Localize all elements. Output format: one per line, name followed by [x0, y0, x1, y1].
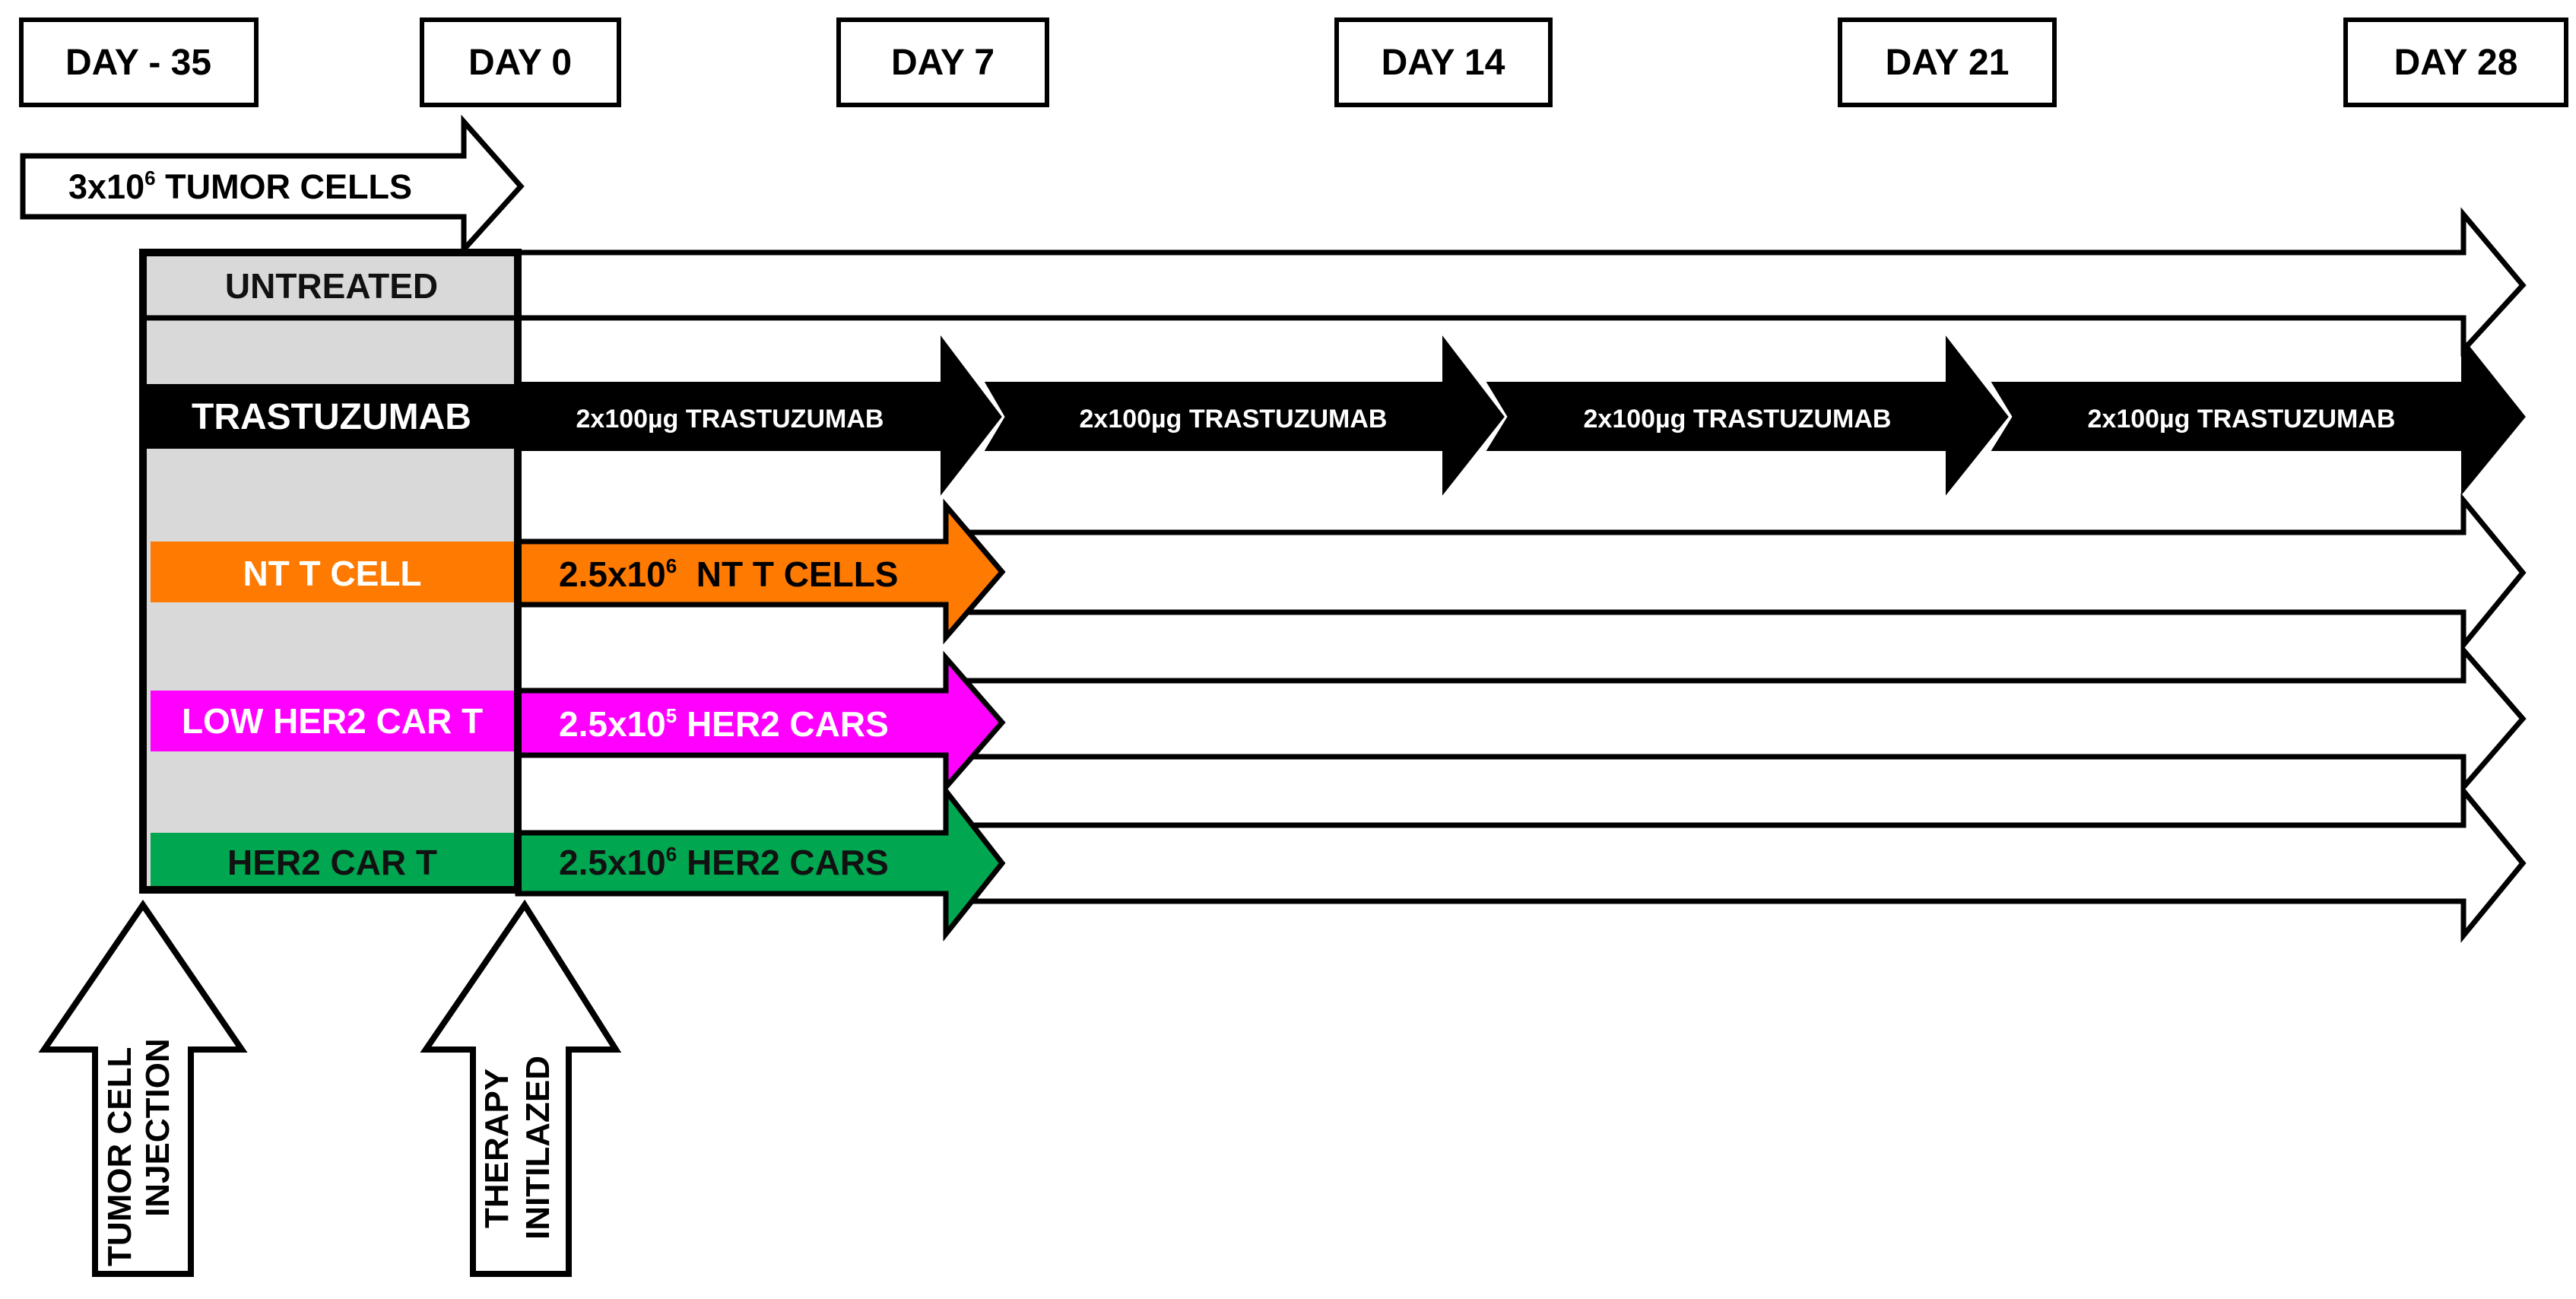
trastuzumab-dose-arrow-2: [984, 335, 1505, 496]
trastuzumab-dose-label: 2x100µg TRASTUZUMAB: [2088, 405, 2396, 434]
nt-t-cell-dose-arrow: [515, 498, 1006, 645]
day-header-row: DAY - 35 DAY 0 DAY 7 DAY 14 DAY 21 DAY 2…: [19, 17, 2568, 107]
nt-t-cell-dose-label: 2.5x106 NT T CELLS: [559, 554, 899, 594]
tumor-injection-marker-arrow: TUMOR CELL INJECTION: [38, 899, 248, 1277]
day-label: DAY 7: [891, 43, 995, 83]
her2-car-t-label: HER2 CAR T: [227, 843, 437, 882]
trastuzumab-dose-label: 2x100µg TRASTUZUMAB: [1080, 405, 1388, 434]
continuation-arrows: [515, 207, 2527, 943]
her2-car-t-dose-arrow: [515, 783, 1006, 942]
tumor-cell-dose-label: 3x106 TUMOR CELLS: [68, 167, 412, 206]
label-column-outline: [139, 249, 522, 894]
low-her2-car-t-dose-label: 2.5x105 HER2 CARS: [559, 704, 889, 744]
low-her2-car-t-label: LOW HER2 CAR T: [182, 701, 483, 741]
day-box-0: DAY 0: [420, 17, 621, 107]
untreated-label: UNTREATED: [225, 266, 438, 306]
tumor-injection-marker-label-line2: INJECTION: [139, 1038, 176, 1217]
her2-car-t-row: HER2 CAR T 2.5x106 HER2 CARS: [151, 783, 1006, 942]
day-label: DAY - 35: [65, 43, 211, 83]
tumor-cell-injection-arrow: 3x106 TUMOR CELLS: [20, 114, 525, 257]
nt-t-cell-row: NT T CELL 2.5x106 NT T CELLS: [151, 498, 1006, 645]
day-box-28: DAY 28: [2343, 17, 2568, 107]
trastuzumab-dose-arrow-1: [516, 335, 1002, 496]
therapy-start-marker-arrow: THERAPY INITILAZED: [420, 899, 622, 1277]
therapy-start-marker-label-line2: INITILAZED: [519, 1056, 557, 1240]
trastuzumab-dose-arrow-3: [1486, 335, 2009, 496]
her2-car-t-dose-label: 2.5x106 HER2 CARS: [559, 843, 889, 882]
day-label: DAY 14: [1382, 43, 1505, 83]
day-label: DAY 21: [1886, 43, 2010, 83]
trastuzumab-label: TRASTUZUMAB: [192, 397, 471, 437]
trastuzumab-dose-label: 2x100µg TRASTUZUMAB: [1584, 405, 1892, 434]
nt-t-cell-label: NT T CELL: [243, 554, 421, 593]
day-box-14: DAY 14: [1334, 17, 1553, 107]
day-box-21: DAY 21: [1838, 17, 2057, 107]
trastuzumab-row: TRASTUZUMAB 2x100µg TRASTUZUMAB 2x100µg …: [143, 335, 2526, 496]
day-box-minus-35: DAY - 35: [19, 17, 259, 107]
day-label: DAY 28: [2394, 43, 2518, 83]
trastuzumab-dose-label: 2x100µg TRASTUZUMAB: [576, 405, 884, 434]
therapy-start-marker-label-line1: THERAPY: [478, 1069, 516, 1228]
low-her2-car-t-dose-arrow: [515, 650, 1006, 795]
day-box-7: DAY 7: [836, 17, 1049, 107]
day-label: DAY 0: [468, 43, 572, 83]
low-her2-car-t-row: LOW HER2 CAR T 2.5x105 HER2 CARS: [151, 650, 1006, 795]
tumor-injection-marker-label-line1: TUMOR CELL: [101, 1047, 138, 1266]
trastuzumab-dose-arrow-4: [1991, 335, 2526, 496]
